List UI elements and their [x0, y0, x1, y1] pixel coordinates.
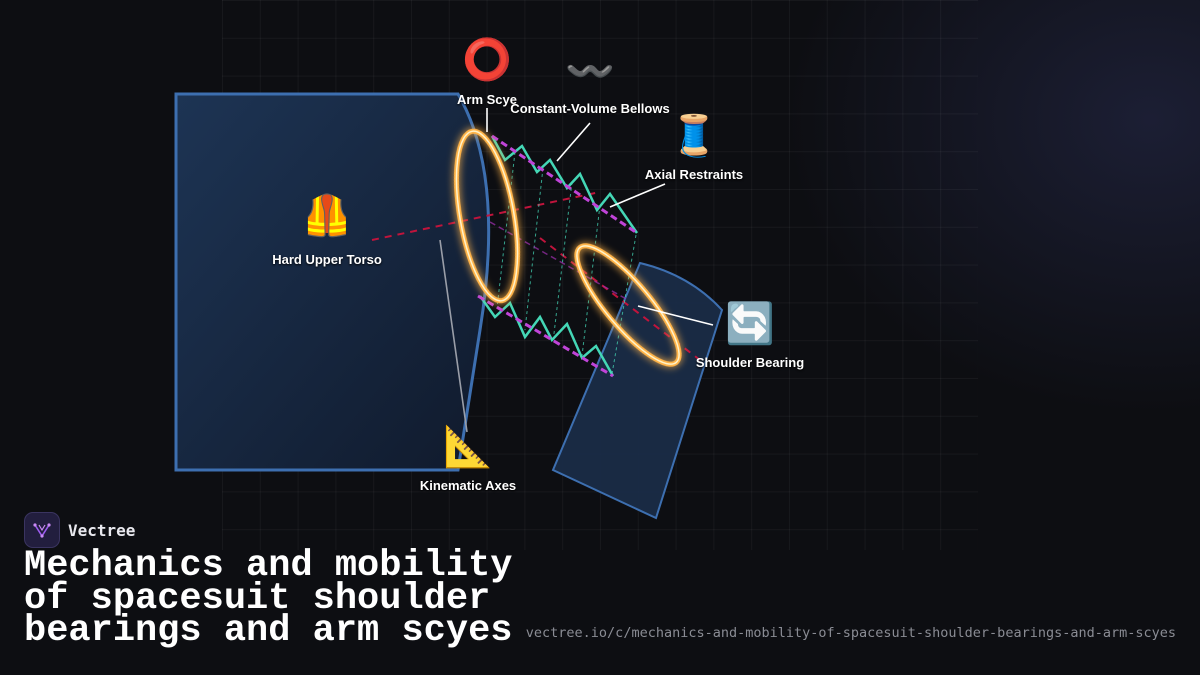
bellows-label: Constant-Volume Bellows: [510, 101, 670, 116]
bellows-connectors: [496, 151, 637, 375]
upper-arm-segment: [551, 261, 724, 520]
thread-spool-icon: 🧵: [669, 113, 719, 159]
page-url[interactable]: vectree.io/c/mechanics-and-mobility-of-s…: [525, 625, 1176, 641]
bellows-top: [490, 135, 639, 234]
axial-restraint-center: [489, 221, 629, 301]
arm-scye-label: Arm Scye: [457, 92, 517, 107]
axial-restraints-leader: [609, 183, 666, 208]
page-title: Mechanics and mobility of spacesuit shou…: [24, 545, 513, 652]
rotate-arrows-icon: 🔄: [725, 301, 775, 347]
safety-vest-icon: 🦺: [302, 193, 352, 239]
brand-name: Vectree: [68, 520, 136, 540]
shoulder-bearing-leader: [637, 305, 714, 326]
axial-restraints-label: Axial Restraints: [644, 167, 744, 182]
bellows-leader: [556, 122, 591, 162]
hard-upper-torso-label: Hard Upper Torso: [272, 252, 382, 267]
shoulder-bearing-ring-core: [576, 245, 680, 365]
triangular-ruler-icon: 📐: [443, 424, 493, 470]
hard-upper-torso-panel: [174, 92, 491, 472]
circle-icon: ⭕: [462, 37, 512, 83]
vectree-logo-icon: [24, 512, 60, 548]
axial-restraint-bottom: [477, 294, 614, 378]
shoulder-bearing-label: Shoulder Bearing: [695, 355, 805, 370]
kinematic-axes-label: Kinematic Axes: [419, 478, 517, 493]
kinematic-axes-leader: [439, 239, 468, 433]
brand: Vectree: [24, 512, 135, 548]
wavy-dash-icon: 〰️: [565, 49, 615, 95]
axial-restraint-top: [491, 134, 638, 235]
arm-scye-ring-core: [455, 130, 519, 302]
